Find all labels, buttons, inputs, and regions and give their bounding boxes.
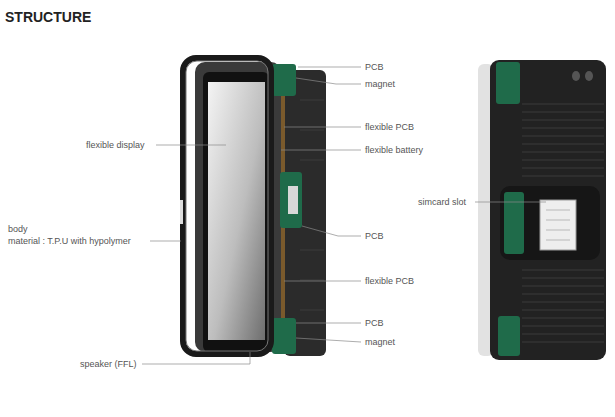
part-label: flexible PCB bbox=[365, 276, 414, 287]
leader-lines bbox=[142, 67, 546, 364]
diagram-title: STRUCTURE bbox=[5, 9, 91, 26]
part-label: flexible battery bbox=[365, 145, 423, 156]
phone-back-view bbox=[478, 60, 606, 360]
part-label: magnet bbox=[365, 79, 395, 90]
part-label: flexible PCB bbox=[365, 122, 414, 133]
part-label: material : T.P.U with hypolymer bbox=[8, 236, 131, 247]
exploded-phone bbox=[180, 58, 326, 356]
part-label: magnet bbox=[365, 337, 395, 348]
part-label: simcard slot bbox=[418, 197, 466, 208]
part-label: PCB bbox=[365, 62, 384, 73]
part-label: speaker (FFL) bbox=[80, 359, 137, 370]
part-label: PCB bbox=[365, 231, 384, 242]
part-label: body bbox=[8, 224, 28, 235]
part-label: flexible display bbox=[86, 140, 145, 151]
part-label: PCB bbox=[365, 318, 384, 329]
